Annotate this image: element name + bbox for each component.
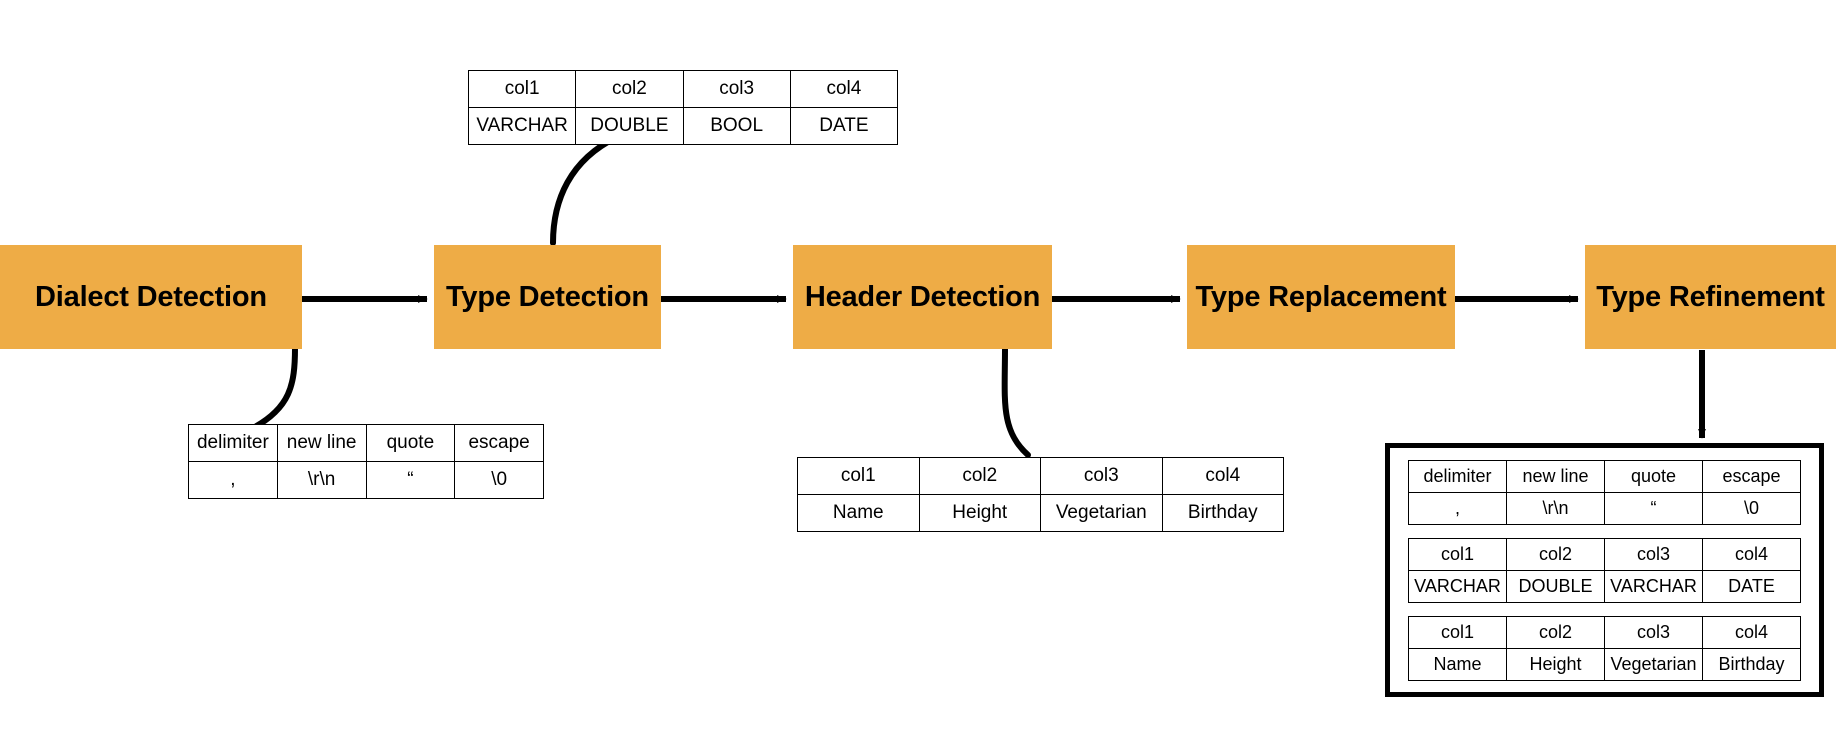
header-names-table: col1 col2 col3 col4 Name Height Vegetari…: [797, 457, 1284, 532]
stage-label: Type Replacement: [1195, 280, 1447, 313]
value-cell: Height: [1506, 647, 1605, 681]
table-row: , \r\n “ \0: [188, 461, 544, 499]
value-cell: \r\n: [1506, 491, 1605, 525]
header-cell: delimiter: [188, 424, 278, 462]
dialect-table: delimiter new line quote escape , \r\n “…: [188, 424, 544, 499]
detected-types-table: col1 col2 col3 col4 VARCHAR DOUBLE BOOL …: [467, 70, 899, 145]
value-cell: VARCHAR: [1604, 569, 1703, 603]
header-cell: quote: [1604, 459, 1703, 493]
table-row: col1 col2 col3 col4: [1408, 615, 1801, 649]
header-cell: col3: [1040, 457, 1163, 495]
curve-header-detection-to-header-table: [1001, 345, 1031, 458]
value-cell: DATE: [789, 107, 899, 145]
table-row: col1 col2 col3 col4: [797, 457, 1284, 495]
header-cell: col4: [1702, 615, 1801, 649]
curve-type-detection-to-types-table: [550, 134, 620, 246]
stage-label: Type Refinement: [1596, 280, 1825, 313]
table-row: col1 col2 col3 col4: [467, 70, 899, 108]
value-cell: VARCHAR: [1408, 569, 1507, 603]
value-cell: Name: [797, 494, 920, 532]
value-cell: DOUBLE: [1506, 569, 1605, 603]
header-cell: col3: [1604, 615, 1703, 649]
value-cell: Height: [918, 494, 1041, 532]
stage-header-detection[interactable]: Header Detection: [793, 245, 1052, 349]
header-cell: quote: [365, 424, 456, 462]
value-cell: “: [1604, 491, 1703, 525]
value-cell: VARCHAR: [467, 107, 577, 145]
final-output-group: delimiter new line quote escape , \r\n “…: [1385, 443, 1824, 697]
header-cell: col2: [1506, 615, 1605, 649]
value-cell: Name: [1408, 647, 1507, 681]
value-cell: DOUBLE: [575, 107, 684, 145]
header-cell: col1: [1408, 615, 1507, 649]
header-cell: col4: [1161, 457, 1284, 495]
value-cell: \0: [1702, 491, 1801, 525]
table-row: delimiter new line quote escape: [1408, 459, 1801, 493]
stage-label: Type Detection: [446, 280, 649, 313]
table-row: delimiter new line quote escape: [188, 424, 544, 462]
header-cell: col1: [467, 70, 577, 108]
table-row: Name Height Vegetarian Birthday: [797, 494, 1284, 532]
stage-label: Header Detection: [804, 280, 1041, 313]
header-cell: col2: [918, 457, 1041, 495]
value-cell: ,: [1408, 491, 1507, 525]
header-cell: delimiter: [1408, 459, 1507, 493]
table-row: VARCHAR DOUBLE BOOL DATE: [467, 107, 899, 145]
curve-dialect-detection-to-dialect-table: [250, 345, 298, 431]
value-cell: \r\n: [276, 461, 367, 499]
header-cell: new line: [1506, 459, 1605, 493]
header-cell: col3: [682, 70, 791, 108]
header-cell: col4: [789, 70, 899, 108]
value-cell: “: [365, 461, 456, 499]
value-cell: Birthday: [1702, 647, 1801, 681]
stage-type-replacement[interactable]: Type Replacement: [1187, 245, 1455, 349]
header-cell: col4: [1702, 537, 1801, 571]
stage-type-refinement[interactable]: Type Refinement: [1585, 245, 1836, 349]
final-output-stack: delimiter new line quote escape , \r\n “…: [1390, 448, 1819, 692]
final-types-table: col1 col2 col3 col4 VARCHAR DOUBLE VARCH…: [1408, 537, 1801, 603]
final-dialect-table: delimiter new line quote escape , \r\n “…: [1408, 459, 1801, 525]
stage-label: Dialect Detection: [35, 280, 267, 313]
header-cell: col1: [797, 457, 920, 495]
table-row: VARCHAR DOUBLE VARCHAR DATE: [1408, 569, 1801, 603]
header-cell: col2: [575, 70, 684, 108]
header-cell: escape: [454, 424, 544, 462]
stage-dialect-detection[interactable]: Dialect Detection: [0, 245, 302, 349]
header-cell: col3: [1604, 537, 1703, 571]
table-row: , \r\n “ \0: [1408, 491, 1801, 525]
table-row: Name Height Vegetarian Birthday: [1408, 647, 1801, 681]
value-cell: DATE: [1702, 569, 1801, 603]
value-cell: Birthday: [1161, 494, 1284, 532]
final-headers-table: col1 col2 col3 col4 Name Height Vegetari…: [1408, 615, 1801, 681]
value-cell: BOOL: [682, 107, 791, 145]
value-cell: Vegetarian: [1604, 647, 1703, 681]
header-cell: col1: [1408, 537, 1507, 571]
table-row: col1 col2 col3 col4: [1408, 537, 1801, 571]
header-cell: col2: [1506, 537, 1605, 571]
value-cell: Vegetarian: [1040, 494, 1163, 532]
header-cell: new line: [276, 424, 367, 462]
value-cell: ,: [188, 461, 278, 499]
header-cell: escape: [1702, 459, 1801, 493]
stage-type-detection[interactable]: Type Detection: [434, 245, 661, 349]
value-cell: \0: [454, 461, 544, 499]
